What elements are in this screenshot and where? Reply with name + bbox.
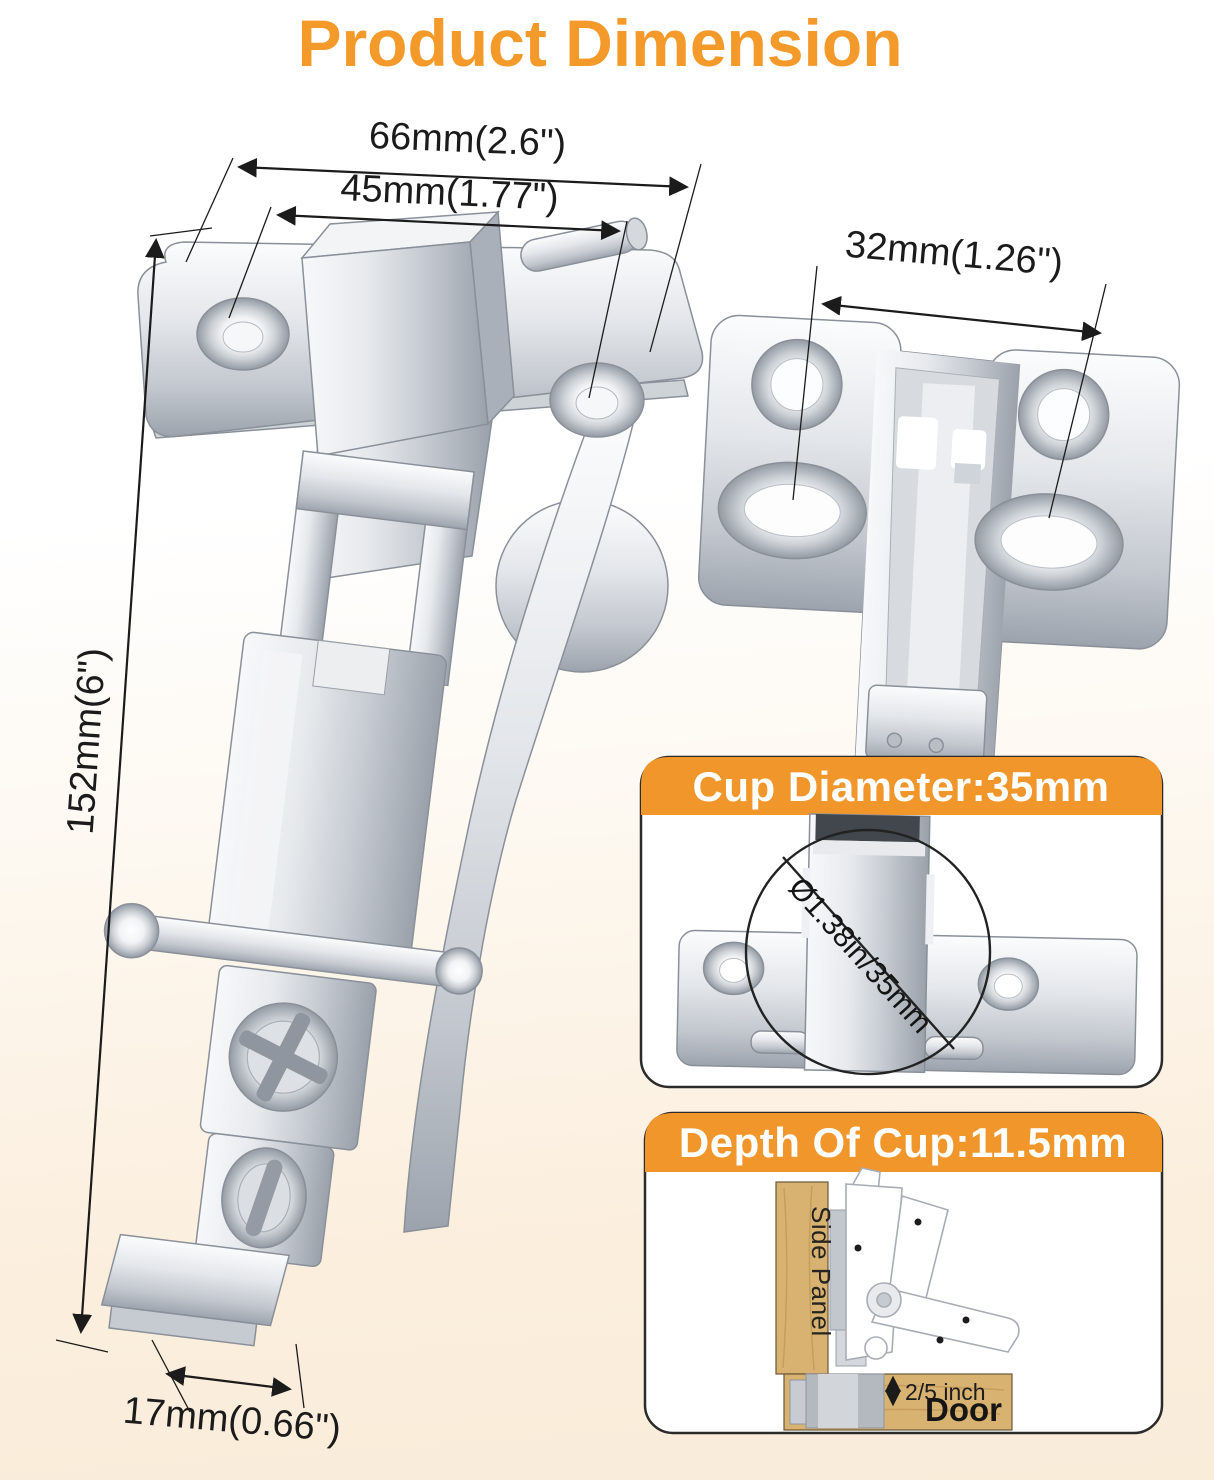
plate-window-left xyxy=(895,416,939,470)
plate-window-right xyxy=(950,429,987,471)
plate-bottom-bracket xyxy=(865,684,988,766)
dimension-line-17mm xyxy=(165,1366,292,1397)
dimension-label-152mm: 152mm(6") xyxy=(60,647,115,836)
extension-lines xyxy=(55,157,702,1413)
cup-depth-panel: Depth Of Cup:11.5mm 2/5 inch Door S xyxy=(643,1111,1164,1435)
dimension-label-66mm: 66mm(2.6") xyxy=(368,115,567,165)
hinge-side-arm-diagonal xyxy=(870,1287,1020,1353)
bracket-rivet xyxy=(886,732,903,748)
dimension-label-45mm: 45mm(1.77") xyxy=(340,167,560,219)
dimension-line-152mm xyxy=(72,238,165,1334)
hinge-dimension-lines xyxy=(55,157,702,1413)
diameter-circle xyxy=(744,828,992,1076)
hinge-side-view xyxy=(845,1167,1020,1361)
cup-front-view xyxy=(676,813,1138,1076)
dimension-line-32mm xyxy=(821,295,1102,342)
arm-plate-notch xyxy=(312,639,391,696)
page-title-outline: Product Dimension xyxy=(297,6,902,80)
plate-dimension-lines xyxy=(792,265,1107,519)
bracket-rivet xyxy=(928,737,944,754)
hinge-outer-arm xyxy=(403,403,637,1233)
mounting-plate-illustration xyxy=(697,314,1181,788)
depth-value-label: 2/5 inch xyxy=(905,1379,986,1405)
hinge-open-illustration xyxy=(100,210,704,1347)
cup-diameter-header-text: Cup Diameter:35mm xyxy=(693,763,1110,810)
cup-depth-header xyxy=(645,1113,1162,1172)
knurled-pin-left xyxy=(750,1030,810,1055)
page-title: Product Dimension Product Dimension xyxy=(290,0,909,87)
dimension-label-17mm: 17mm(0.66") xyxy=(121,1390,342,1451)
pivot-knob-right xyxy=(435,947,483,995)
dimension-label-32mm: 32mm(1.26") xyxy=(843,224,1064,285)
page-title-text: Product Dimension xyxy=(297,6,902,80)
link-crossbar xyxy=(295,450,475,531)
dimension-line-66mm xyxy=(237,157,689,197)
diameter-line xyxy=(782,856,955,1050)
cup-diameter-panel: Cup Diameter:35mm Ø1.38in/35mm xyxy=(639,755,1164,1089)
side-panel-label: Side Panel xyxy=(806,1206,836,1337)
cup-depth-header-text: Depth Of Cup:11.5mm xyxy=(679,1119,1127,1166)
cup-block-front xyxy=(301,241,489,457)
dimension-line-45mm xyxy=(276,205,621,241)
hinge-side-rivets xyxy=(854,1218,970,1344)
hinge-arm xyxy=(100,450,483,1347)
cup-diameter-header xyxy=(641,757,1162,815)
door-label: Door xyxy=(925,1391,1002,1428)
